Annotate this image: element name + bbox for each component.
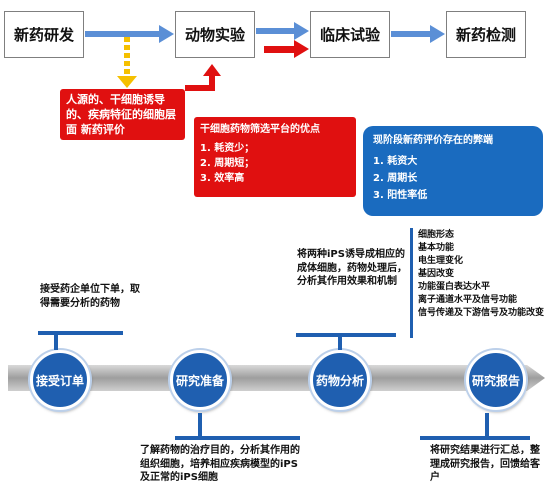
analysis-item: 信号传递及下游信号及功能改变 [418, 308, 545, 318]
platform-advantages-title: 干细胞药物筛选平台的优点 [200, 124, 320, 135]
desc-drug-analysis: 将两种iPS诱导成相应的成体细胞，药物处理后，分析其作用效果和机制 [297, 249, 407, 287]
step-drug-analysis: 药物分析 [310, 350, 370, 410]
platform-advantage-item: 3. 效率高 [200, 173, 245, 184]
analysis-items-list: 细胞形态 基本功能 电生理变化 基因改变 功能蛋白表达水平 离子通道水平及信号功… [418, 229, 544, 320]
desc-research-report-stem [485, 413, 489, 438]
blue-arrow-3 [391, 25, 445, 43]
desc-receive-order: 接受药企单位下单，取得需要分析的药物 [40, 284, 140, 309]
desc-research-report: 将研究结果进行汇总，整理成研究报告，回馈给客户 [430, 445, 540, 483]
platform-advantage-item: 2. 周期短； [200, 158, 255, 169]
desc-receive-order-bar [38, 331, 123, 335]
desc-receive-order-stem [54, 331, 58, 350]
current-drawbacks-title: 现阶段新药评价存在的弊端 [373, 135, 493, 146]
blue-arrow-2 [256, 22, 309, 40]
current-drawbacks-list: 1. 耗资大 2. 周期长 3. 阳性率低 [373, 153, 533, 204]
analysis-item: 电生理变化 [418, 256, 464, 266]
analysis-item: 基因改变 [418, 269, 455, 279]
platform-advantages-list: 1. 耗资少； 2. 周期短； 3. 效率高 [200, 141, 350, 186]
platform-advantages-box: 干细胞药物筛选平台的优点 1. 耗资少； 2. 周期短； 3. 效率高 [194, 117, 356, 197]
platform-advantage-item: 1. 耗资少； [200, 143, 255, 154]
desc-research-report-bar [420, 436, 530, 440]
current-drawback-item: 3. 阳性率低 [373, 190, 428, 201]
desc-research-prep: 了解药物的治疗目的，分析其作用的组织细胞，培养相应疾病模型的iPS及正常的iPS… [140, 445, 300, 483]
current-drawback-item: 2. 周期长 [373, 173, 418, 184]
analysis-bracket [410, 228, 413, 338]
desc-drug-analysis-stem [338, 333, 342, 350]
analysis-item: 离子通道水平及信号功能 [418, 295, 518, 305]
analysis-item: 细胞形态 [418, 230, 455, 240]
stage-clinical-trial: 临床试验 [310, 11, 390, 58]
cell-level-evaluation-note: 人源的、干细胞诱导的、疾病特征的细胞层面 新药评价 [60, 89, 185, 140]
current-drawback-item: 1. 耗资大 [373, 156, 418, 167]
stage-animal-test: 动物实验 [175, 11, 255, 58]
current-drawbacks-box: 现阶段新药评价存在的弊端 1. 耗资大 2. 周期长 3. 阳性率低 [363, 126, 543, 216]
step-research-report: 研究报告 [466, 350, 526, 410]
process-band [8, 365, 545, 391]
red-l-arrow [185, 64, 221, 91]
blue-arrow-1 [85, 25, 174, 43]
step-receive-order: 接受订单 [30, 350, 90, 410]
red-arrow [264, 40, 309, 58]
analysis-item: 基本功能 [418, 243, 455, 253]
desc-drug-analysis-bar [296, 333, 396, 337]
desc-research-prep-bar [175, 436, 300, 440]
analysis-item: 功能蛋白表达水平 [418, 282, 491, 292]
yellow-dashed-arrow [117, 37, 137, 88]
top-connectors [85, 22, 445, 91]
desc-research-prep-stem [198, 413, 202, 438]
stage-drug-detection: 新药检测 [446, 11, 526, 58]
stage-new-drug-rd: 新药研发 [4, 11, 84, 58]
step-research-prep: 研究准备 [170, 350, 230, 410]
